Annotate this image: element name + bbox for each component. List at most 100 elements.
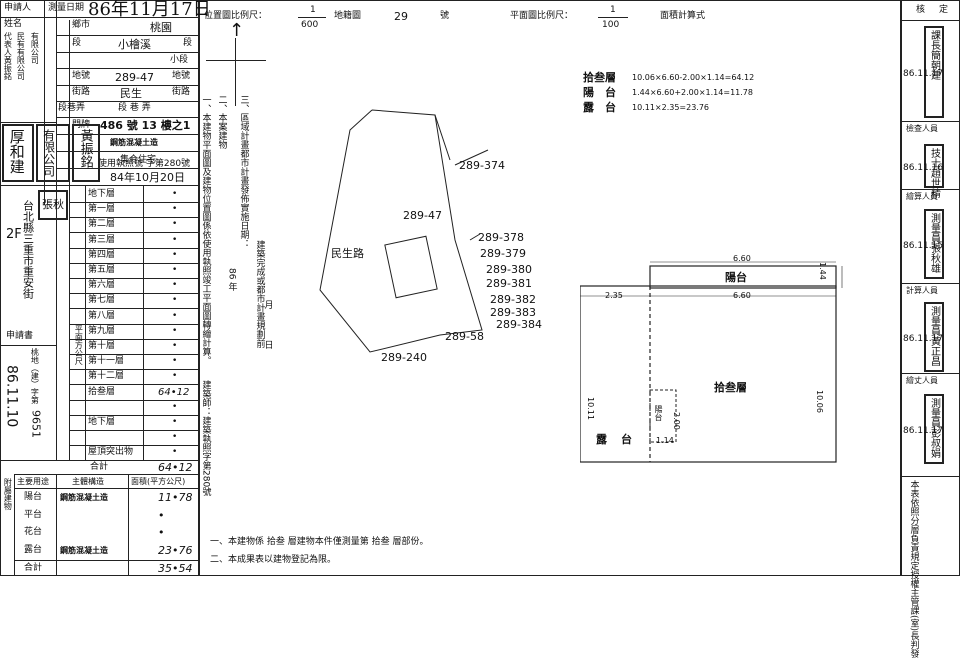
door-value: 486 號 13 樓之1 — [100, 119, 191, 132]
applicant-label: 申請人 — [4, 3, 32, 13]
approval-date: 86.11.15 — [903, 241, 944, 251]
section-suffix: 段 — [183, 38, 193, 48]
floor-plan — [580, 261, 843, 463]
floor-row-line — [69, 445, 199, 446]
lot-label: 289-383 — [490, 306, 536, 319]
balcony-label: 陽台 — [725, 271, 747, 284]
north-arrow-icon: ↑ — [229, 20, 245, 41]
approval-role-label: 檢查人員 — [906, 124, 938, 133]
floor-row-line — [69, 324, 199, 325]
floor-row-name: 第十層 — [88, 341, 116, 351]
note-text: 二、本案建物 — [216, 95, 227, 149]
attach-row-use: 花台 — [24, 527, 43, 537]
lane-value: 段 巷 弄 — [118, 103, 151, 113]
lot-label: 289-381 — [486, 277, 532, 290]
floor-row-value: • — [172, 432, 178, 442]
cadastral-label: 地籍圖 — [334, 11, 362, 21]
total-value: 64•12 — [158, 461, 193, 474]
floor-row-line — [69, 293, 199, 294]
attach-header-struct: 主體構造 — [72, 477, 104, 486]
lot-label: 289-380 — [486, 263, 532, 276]
representative-seal: 黃振銘 — [72, 124, 100, 182]
floor-row-name: 第八層 — [88, 311, 116, 321]
dim-235: 2.35 — [605, 291, 623, 300]
location-map — [319, 109, 489, 353]
permit-vertical: 桃地（建）字第 — [30, 348, 40, 404]
company-name-2: 有限公司 — [30, 32, 40, 64]
floor-row-name: 第十一層 — [88, 356, 125, 366]
floor-row-line — [69, 415, 199, 416]
attach-header-area: 面積(平方公尺) — [131, 477, 186, 486]
floor-row-line — [69, 232, 199, 233]
permit-no: 9651 — [29, 410, 43, 438]
approval-seal-text: 測量員張秋雄 — [928, 213, 940, 273]
floor-row-name: 第五層 — [88, 265, 116, 275]
approval-seal: 技士趙世精 — [924, 144, 944, 198]
floor-row-name: 第六層 — [88, 280, 116, 290]
dim-144: 1.44 — [818, 262, 827, 280]
attach-row-use: 平台 — [24, 510, 43, 520]
section-value: 小檜溪 — [118, 38, 151, 51]
survey-date-label: 測量日期 — [48, 3, 85, 13]
floor-row-line — [69, 339, 199, 340]
address-vertical: 台北縣三重市重安街 — [21, 200, 35, 299]
dim-1011: 10.11 — [586, 397, 595, 420]
floor-row-value: • — [172, 204, 178, 214]
approval-seal-text: 測量員黃正昌 — [928, 306, 940, 366]
survey-date: 86年11月17日 — [88, 0, 211, 20]
floor-row-line — [69, 384, 199, 385]
footer-note-2: 二、本成果表以建物登記為限。 — [210, 555, 337, 565]
floor-row-value: 64•12 — [158, 387, 190, 398]
road-label: 民生路 — [331, 247, 364, 260]
formula-label: 露 台 — [583, 101, 616, 114]
representative-name: 代表人黃振銘 — [3, 32, 13, 80]
floor-row-line — [69, 430, 199, 431]
lot-label: 289-378 — [478, 231, 524, 244]
floor-row-value: • — [172, 341, 178, 351]
north-line — [235, 38, 236, 106]
section-label: 段 — [72, 38, 82, 48]
approval-role-label: 繪丈人員 — [906, 376, 938, 385]
note-text: 月 — [262, 300, 273, 309]
note-text: 日 — [262, 340, 273, 349]
floor-row-value: • — [172, 311, 178, 321]
attach-total-label: 合計 — [24, 563, 43, 573]
surveyor-seal: 張秋 — [38, 190, 68, 220]
floor-row-line — [69, 308, 199, 309]
floor-row-name: 第七層 — [88, 295, 116, 305]
dim-1006: 10.06 — [815, 390, 824, 413]
attach-row-area: • — [158, 526, 165, 539]
dim-200: 2.00 — [672, 412, 681, 430]
attach-vertical: 附屬建物 — [3, 478, 13, 510]
approval-role-label: 計算人員 — [906, 286, 938, 295]
total-label: 合計 — [90, 462, 109, 472]
floor-row-name: 第十二層 — [88, 371, 125, 381]
floor-row-value: • — [172, 326, 178, 336]
attach-row-area: 23•76 — [158, 544, 193, 557]
footer-note-1: 一、本建物係 拾叁 層建物本件僅測量第 拾叁 層部份。 — [210, 537, 429, 547]
floor-row-line — [69, 217, 199, 218]
lot-label: 289-382 — [490, 293, 536, 306]
attach-row-area: • — [158, 509, 165, 522]
formula-expr: 10.06×6.60-2.00×1.14=64.12 — [632, 73, 755, 82]
floor-row-name: 第三層 — [88, 235, 116, 245]
approval-seal-text: 課長簡朝建 — [928, 30, 940, 80]
apply-book-label: 申請書 — [6, 331, 34, 341]
floor-row-line — [69, 278, 199, 279]
note-text: 建築完成或都市計畫規劃前 — [254, 240, 265, 348]
subsection-value: 小段 — [170, 55, 189, 65]
floor-row-name: 地下層 — [88, 417, 116, 427]
road-label: 街路 — [72, 87, 91, 97]
north-cross — [206, 60, 266, 61]
floor-row-name: 地下層 — [88, 189, 116, 199]
plan-scale-den: 100 — [602, 20, 620, 30]
approval-seal-text: 測量員彭叔娟 — [928, 398, 940, 458]
lot-value: 289-47 — [115, 71, 154, 84]
approval-date: 86.11.16 — [903, 163, 944, 173]
formula-label: 拾叁層 — [583, 71, 616, 84]
floor-row-value: • — [172, 295, 178, 305]
permit-date: 86.11.10 — [3, 365, 20, 428]
approve-header: 核定 — [916, 5, 960, 15]
lot-label: 289-374 — [459, 159, 505, 172]
lane-label: 段巷弄 — [58, 103, 86, 113]
